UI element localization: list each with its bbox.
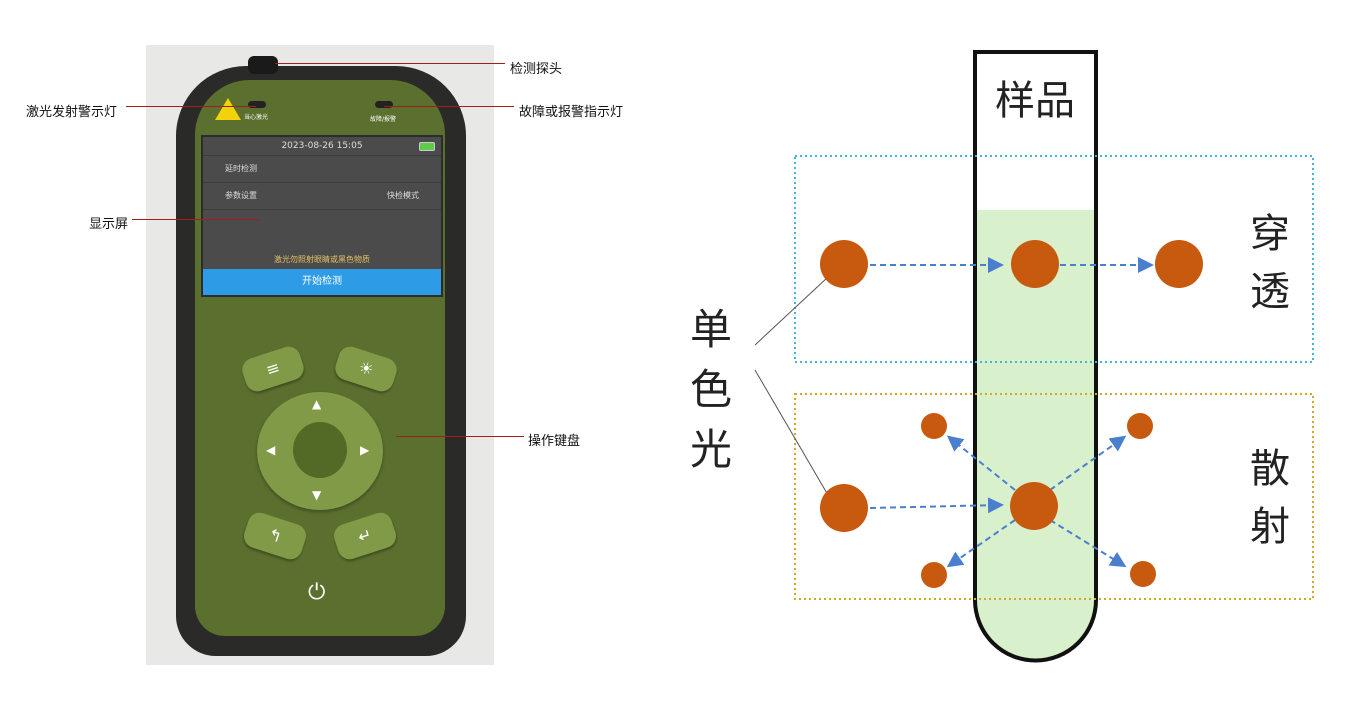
laser-warning-text: 当心激光 — [244, 114, 269, 121]
start-detection-button[interactable]: 开始检测 — [203, 269, 441, 295]
callout-line — [132, 219, 260, 220]
menu-value: 快检模式 — [387, 191, 419, 200]
transmission-box — [794, 155, 1314, 363]
callout-line — [275, 63, 505, 64]
callout-line — [126, 106, 256, 107]
transmission-label: 穿透 — [1250, 211, 1290, 315]
callout-fault-light: 故障或报警指示灯 — [519, 105, 624, 120]
menu-item-delay[interactable]: 延时检测 — [203, 156, 441, 183]
laser-warning-message: 激光勿照射眼睛或黑色物质 — [274, 255, 370, 264]
laser-warning-icon — [215, 98, 241, 120]
power-key[interactable]: ⏻ — [308, 580, 326, 605]
callout-keypad: 操作键盘 — [528, 434, 581, 449]
callout-laser-light: 激光发射警示灯 — [26, 105, 118, 120]
down-key[interactable]: ▼ — [312, 488, 322, 502]
menu-label: 参数设置 — [225, 191, 257, 200]
scattering-diagram — [754, 50, 1314, 663]
left-key[interactable]: ◀ — [266, 443, 276, 457]
center-key[interactable] — [293, 422, 347, 478]
test-tube — [973, 50, 1098, 663]
menu-label: 延时检测 — [225, 164, 257, 173]
detection-probe — [248, 56, 278, 74]
callout-line — [384, 106, 514, 107]
battery-icon — [419, 142, 435, 151]
fault-indicator-text: 故障/报警 — [370, 116, 397, 123]
display-screen: 2023-08-26 15:05 延时检测 参数设置 快检模式 激光勿照射眼睛或黑… — [201, 135, 443, 297]
menu-item-params[interactable]: 参数设置 快检模式 — [203, 183, 441, 210]
screen-datetime: 2023-08-26 15:05 — [203, 137, 441, 156]
scatter-box — [794, 393, 1314, 600]
particles — [820, 240, 1203, 588]
monochromatic-light-label: 单 色 光 — [690, 305, 733, 474]
callout-line — [396, 436, 524, 437]
scattering-label: 散射 — [1250, 446, 1290, 550]
up-key[interactable]: ▲ — [312, 397, 322, 411]
callout-probe: 检测探头 — [510, 62, 563, 77]
sample-liquid — [975, 210, 1096, 661]
sample-label: 样品 — [995, 78, 1075, 124]
callout-display: 显示屏 — [89, 217, 129, 232]
laser-indicator-led — [248, 101, 266, 108]
fault-indicator-led — [375, 101, 393, 108]
right-key[interactable]: ▶ — [360, 443, 370, 457]
